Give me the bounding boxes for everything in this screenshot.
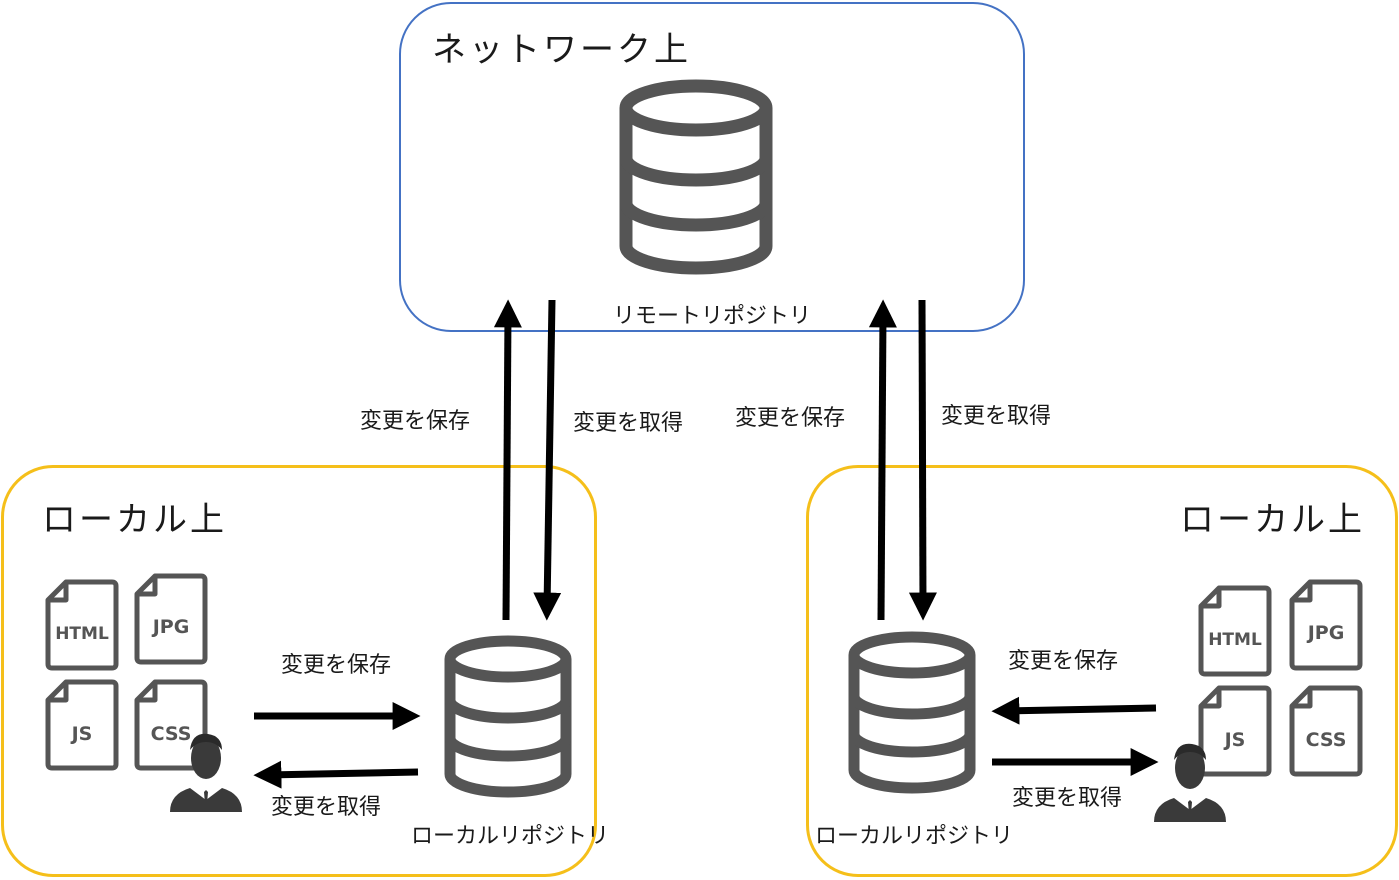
right-push-arrow: [868, 299, 897, 621]
left-pull-arrow: [533, 299, 562, 621]
right-local-save-label: 変更を保存: [1008, 649, 1119, 674]
user-icon: [170, 733, 242, 812]
left-push-label: 変更を保存: [360, 409, 471, 434]
jpg-file-label: JPG: [151, 616, 190, 638]
local-region-right: [806, 465, 1398, 877]
local-left-repository-label: ローカルリポジトリ: [410, 824, 610, 849]
js-file-label: JS: [1223, 729, 1246, 751]
right-local-save-arrow: [991, 696, 1157, 725]
jpg-file-icon: JPG: [134, 573, 208, 665]
network-region-title: ネットワーク上: [432, 30, 691, 70]
local-right-database-icon: [848, 631, 976, 794]
css-file-label: CSS: [1306, 729, 1347, 751]
html-file-label: HTML: [1208, 630, 1262, 650]
right-pull-label: 変更を取得: [941, 404, 1052, 429]
local-left-database-icon: [444, 635, 572, 798]
html-file-icon: HTML: [45, 579, 119, 671]
local-right-region-title: ローカル上: [1180, 500, 1365, 540]
jpg-file-label: JPG: [1306, 622, 1345, 644]
jpg-file-icon: JPG: [1289, 579, 1363, 671]
right-pull-arrow: [908, 299, 937, 621]
network-region: [399, 2, 1025, 332]
remote-repository-label: リモートリポジトリ: [612, 304, 812, 329]
remote-database-icon: [619, 79, 773, 275]
css-file-label: CSS: [151, 723, 192, 745]
html-file-label: HTML: [55, 624, 109, 644]
js-file-icon: JS: [45, 679, 119, 771]
left-local-save-label: 変更を保存: [281, 653, 392, 678]
right-local-fetch-label: 変更を取得: [1012, 786, 1123, 811]
js-file-label: JS: [70, 723, 93, 745]
local-region-left: [1, 465, 597, 877]
html-file-icon: HTML: [1198, 585, 1272, 677]
css-file-icon: CSS: [1289, 685, 1363, 777]
user-icon: [1154, 743, 1226, 822]
right-push-label: 変更を保存: [735, 406, 846, 431]
left-push-arrow: [493, 299, 522, 621]
local-right-repository-label: ローカルリポジトリ: [814, 824, 1014, 849]
left-local-fetch-label: 変更を取得: [271, 795, 382, 820]
left-pull-label: 変更を取得: [573, 411, 684, 436]
local-left-region-title: ローカル上: [42, 500, 227, 540]
left-local-fetch-arrow: [253, 760, 419, 789]
